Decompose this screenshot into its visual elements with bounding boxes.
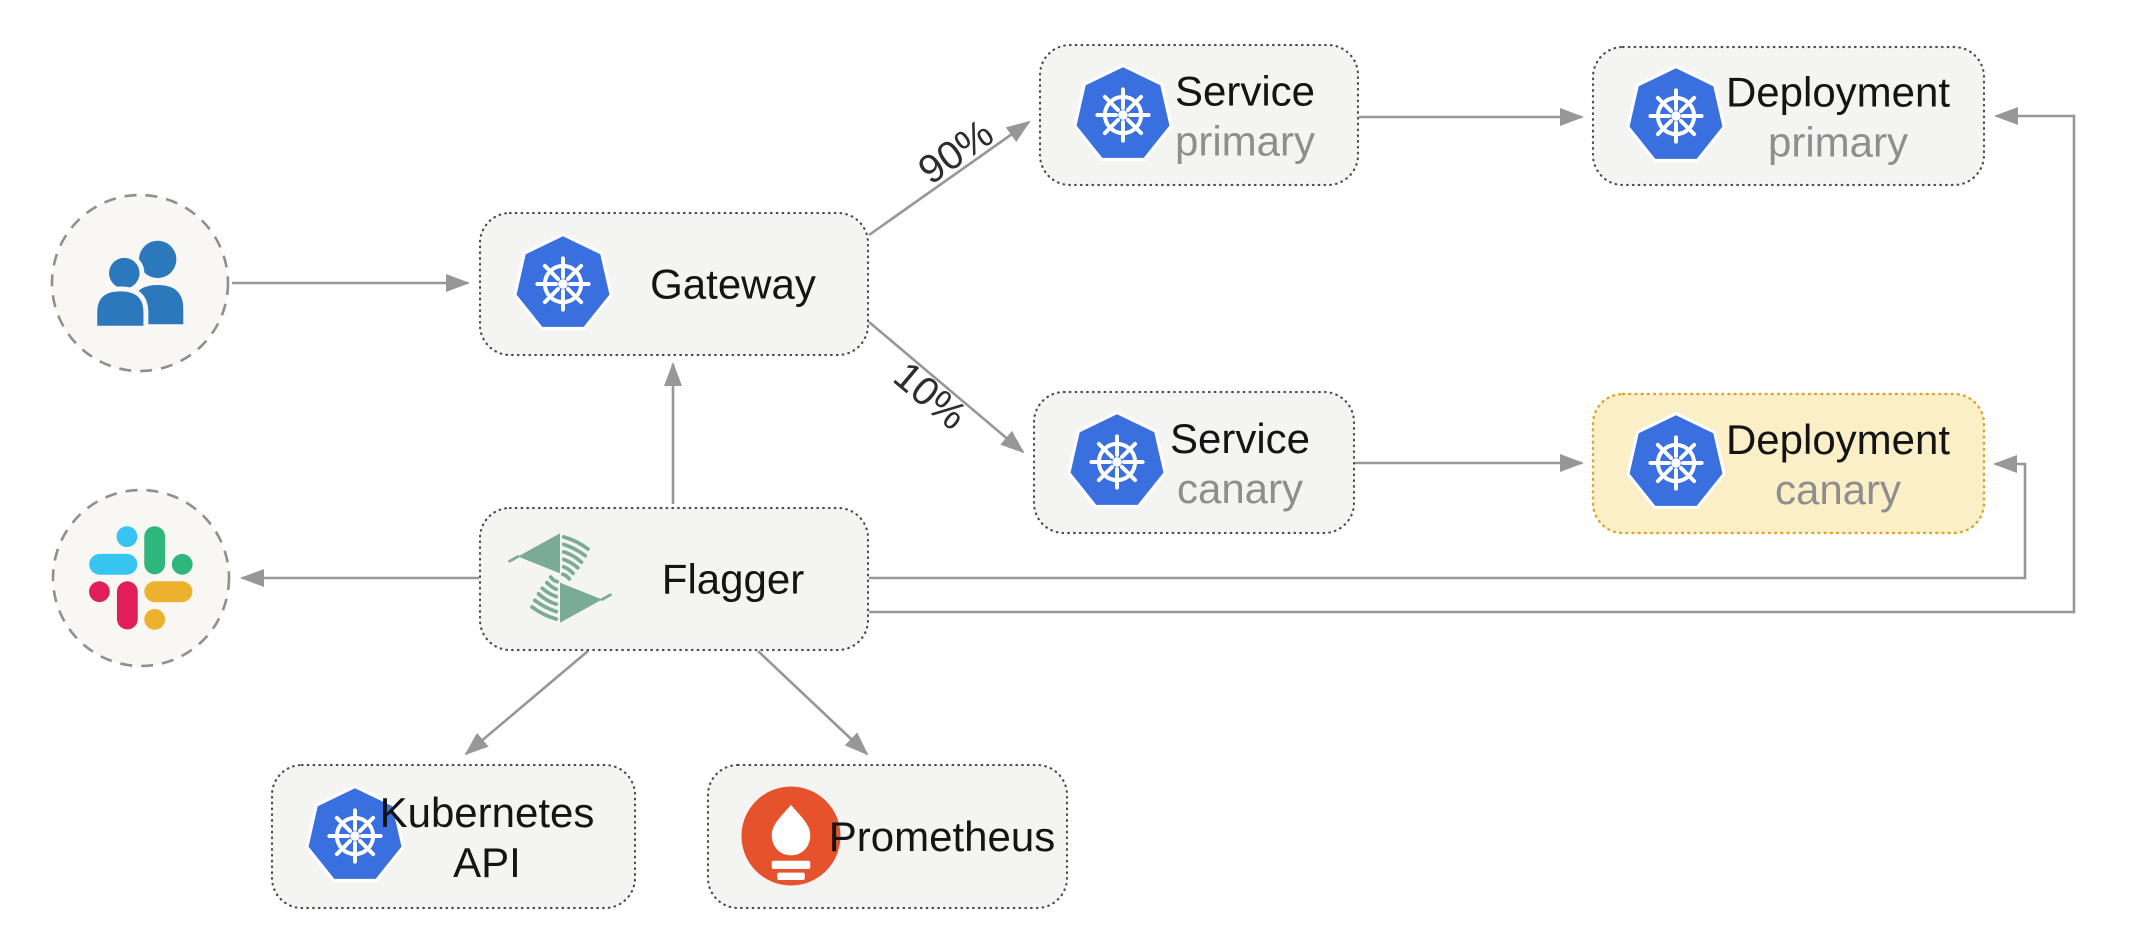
traffic-weight-label-90%: 90% [911, 111, 1002, 193]
deployment-canary-label-0: Deployment [1726, 416, 1950, 463]
kubernetes-api-label-1: API [453, 839, 521, 886]
kubernetes-api-label-0: Kubernetes [380, 789, 595, 836]
prometheus-label-0: Prometheus [829, 813, 1055, 860]
traffic-weight-label-10%: 10% [885, 353, 975, 438]
kubernetes-icon [517, 236, 610, 327]
flagger-label-0: Flagger [662, 556, 804, 603]
edge-flagger-to-deployment-primary [869, 107, 2076, 614]
edges-layer [232, 107, 2076, 756]
edge-gateway-to-service-canary [868, 321, 1025, 454]
kubernetes-icon [1630, 415, 1723, 506]
edge-flagger-to-deployment-canary [869, 455, 2027, 580]
edge-gateway-to-service-primary [868, 120, 1031, 237]
service-primary-label-0: Service [1175, 68, 1315, 115]
edge-flagger-to-prometheus [757, 650, 869, 756]
node-users [50, 193, 230, 373]
nodes-layer: GatewayServiceprimaryDeploymentprimarySe… [50, 43, 1986, 910]
node-slack [51, 488, 231, 668]
slack-shape [51, 488, 231, 668]
node-gateway: Gateway [478, 211, 870, 357]
kubernetes-icon [1071, 414, 1164, 505]
kubernetes-icon [1077, 67, 1170, 158]
edge-flagger-to-kubernetes-api [464, 650, 589, 756]
deployment-canary-label-1: canary [1775, 466, 1901, 513]
kubernetes-icon [1630, 68, 1723, 159]
service-canary-label-1: canary [1177, 465, 1303, 512]
prometheus-icon [741, 786, 841, 886]
edge-labels-layer: 90% 10% [885, 111, 1001, 439]
node-prometheus: Prometheus [706, 763, 1069, 910]
node-flagger: Flagger [478, 506, 870, 652]
deployment-primary-label-0: Deployment [1726, 69, 1950, 116]
gateway-label-0: Gateway [650, 261, 816, 308]
service-primary-label-1: primary [1175, 118, 1315, 165]
deployment-primary-label-1: primary [1768, 119, 1908, 166]
service-canary-label-0: Service [1170, 415, 1310, 462]
